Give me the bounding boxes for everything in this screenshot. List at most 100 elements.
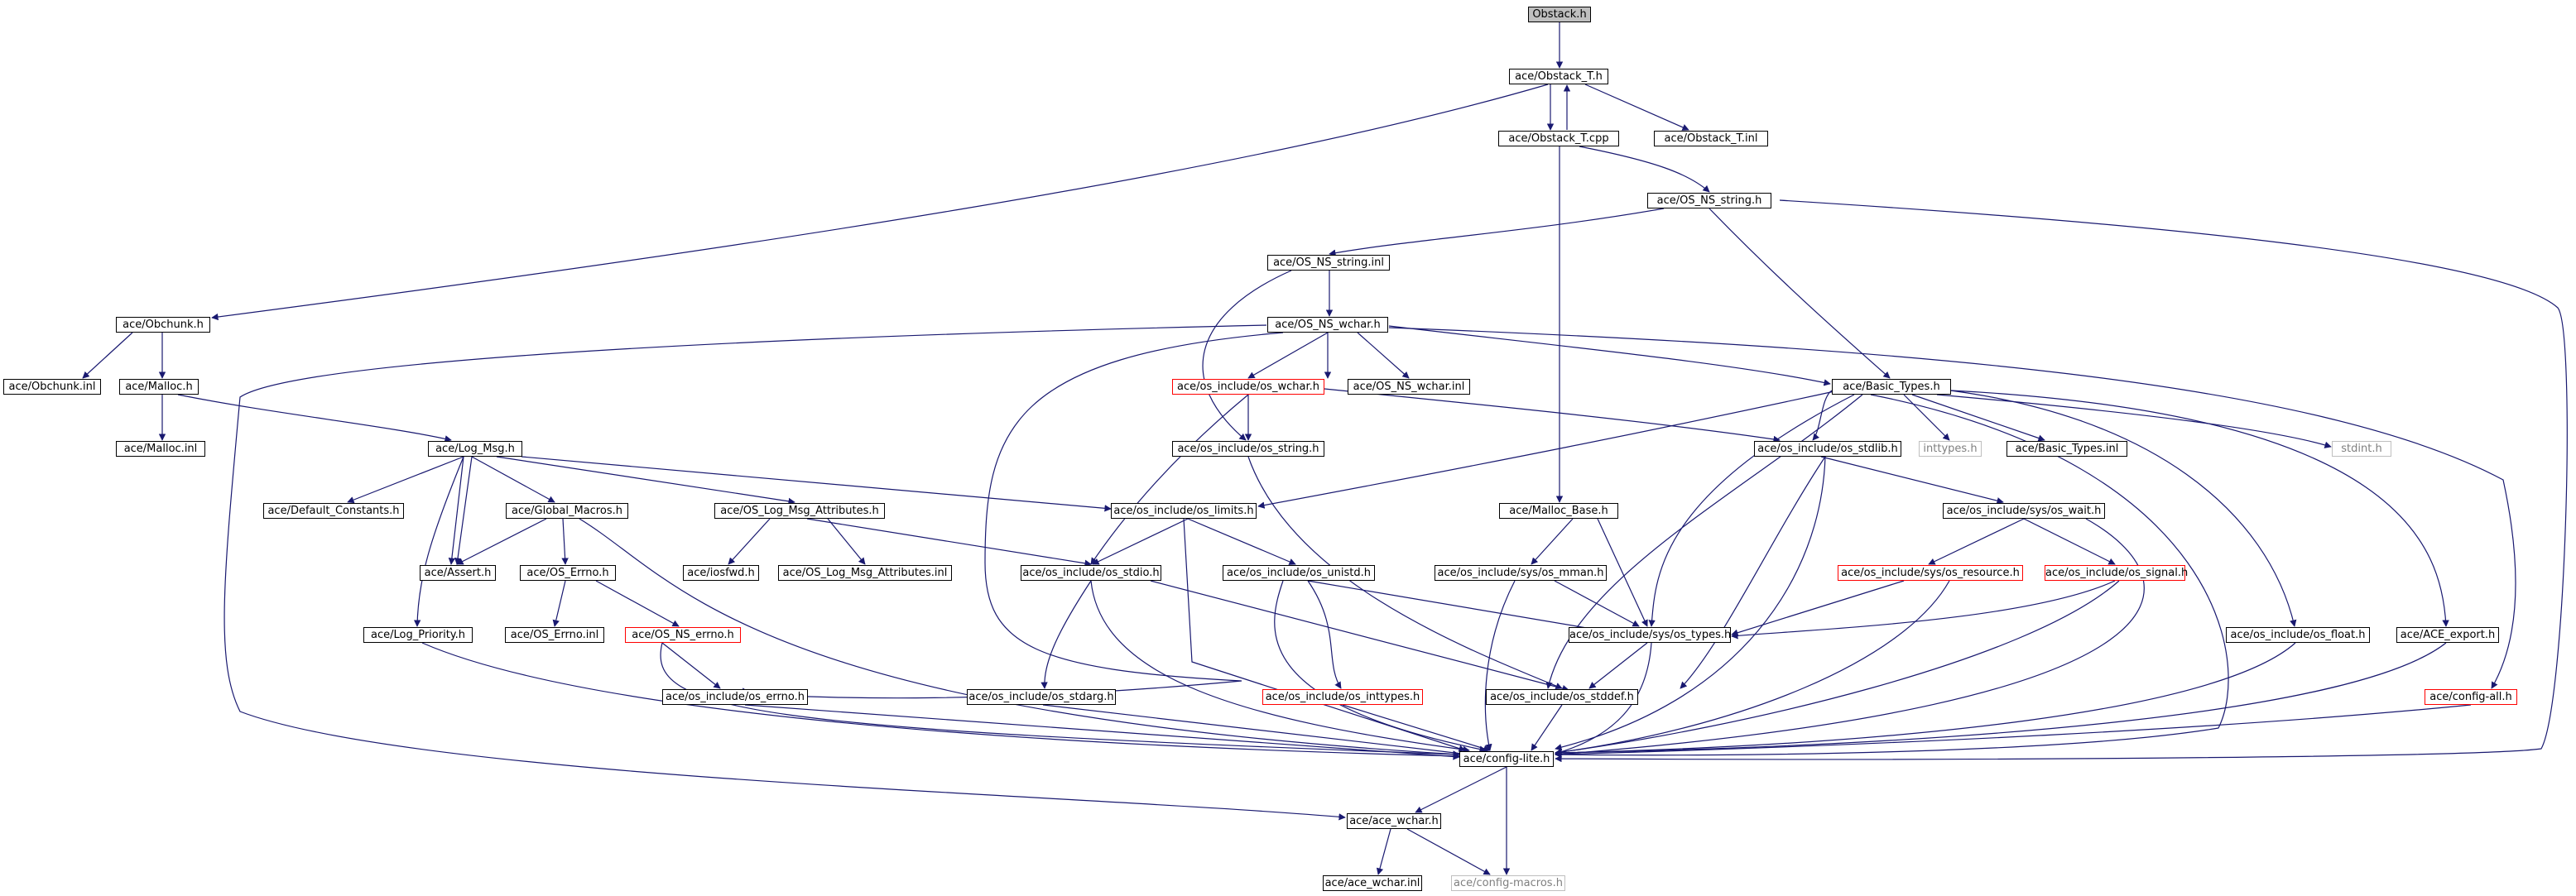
node-os-errno-inl[interactable]: ace/OS_Errno.inl: [505, 627, 604, 643]
dependency-edge-26: [1324, 388, 1781, 443]
dependency-edge-75: [496, 456, 795, 505]
dependency-edge-29: [1903, 394, 1950, 441]
dependency-edge-41: [1928, 518, 2025, 565]
node-os-stdlib-h[interactable]: ace/os_include/os_stdlib.h: [1754, 441, 1901, 457]
node-os-float-h[interactable]: ace/os_include/os_float.h: [2226, 627, 2370, 643]
dependency-edge-46: [1731, 580, 1905, 636]
node-global-macros-h[interactable]: ace/Global_Macros.h: [506, 503, 628, 519]
dependency-edge-31: [1936, 394, 2332, 448]
dependency-edge-44: [1555, 580, 1950, 756]
node-os-wchar-h[interactable]: ace/os_include/os_wchar.h: [1172, 379, 1324, 395]
node-os-limits-h[interactable]: ace/os_include/os_limits.h: [1111, 503, 1257, 519]
dependency-edge-69: [806, 518, 1092, 567]
dependency-edge-16: [177, 394, 452, 443]
node-malloc-inl[interactable]: ace/Malloc.inl: [116, 441, 205, 457]
node-os-ns-errno-h[interactable]: ace/OS_NS_errno.h: [625, 627, 741, 643]
dependency-edge-22: [223, 324, 1346, 821]
dependency-edge-55: [1588, 642, 1648, 689]
dependency-edge-73: [347, 456, 464, 504]
node-default-constants-h[interactable]: ace/Default_Constants.h: [263, 503, 404, 519]
dependency-edge-82: [552, 580, 566, 627]
node-ace-wchar-h[interactable]: ace/ace_wchar.h: [1347, 813, 1441, 829]
node-obstack-t-h[interactable]: ace/Obstack_T.h: [1509, 69, 1608, 84]
node-os-string-h[interactable]: ace/os_include/os_string.h: [1172, 441, 1324, 457]
dependency-edge-45: [1731, 580, 2116, 640]
node-os-unistd-h[interactable]: ace/os_include/os_unistd.h: [1223, 565, 1375, 581]
node-ace-export-h[interactable]: ace/ACE_export.h: [2396, 627, 2499, 643]
node-basic-types-h[interactable]: ace/Basic_Types.h: [1832, 379, 1951, 395]
node-os-inttypes-h[interactable]: ace/os_include/os_inttypes.h: [1262, 689, 1423, 705]
dependency-edge-74: [471, 456, 555, 503]
node-stdint-h[interactable]: stdint.h: [2332, 441, 2391, 457]
dependency-edge-66: [1090, 580, 1470, 754]
dependency-edge-47: [1555, 580, 2120, 756]
node-log-priority-h[interactable]: ace/Log_Priority.h: [363, 627, 473, 643]
node-obchunk-inl[interactable]: ace/Obchunk.inl: [3, 379, 101, 395]
node-ace-wchar-inl[interactable]: ace/ace_wchar.inl: [1323, 875, 1422, 891]
node-os-wait-h[interactable]: ace/os_include/sys/os_wait.h: [1943, 503, 2105, 519]
dependency-edge-13: [82, 332, 133, 379]
node-iosfwd-h[interactable]: ace/iosfwd.h: [683, 565, 759, 581]
dependency-edge-88: [1415, 766, 1507, 813]
dependency-edge-91: [1406, 828, 1491, 875]
node-inttypes-h[interactable]: inttypes.h: [1919, 441, 1982, 457]
dependency-edge-57: [1531, 704, 1563, 751]
node-config-macros-h[interactable]: ace/config-macros.h: [1451, 875, 1565, 891]
dependency-edge-20: [1388, 325, 1831, 386]
dependency-edge-87: [421, 642, 1460, 760]
dependency-edge-83: [595, 580, 680, 627]
dependency-edge-51: [1531, 518, 1574, 565]
dependency-edge-2: [211, 84, 1549, 321]
dependency-edge-5: [1584, 84, 1689, 131]
dependency-edge-40: [1555, 456, 1826, 751]
node-obchunk-h[interactable]: ace/Obchunk.h: [116, 317, 210, 333]
node-os-ns-string-h[interactable]: ace/OS_NS_string.h: [1647, 193, 1771, 208]
node-os-resource-h[interactable]: ace/os_include/sys/os_resource.h: [1838, 565, 2023, 581]
node-basic-types-inl[interactable]: ace/Basic_Types.inl: [2006, 441, 2127, 457]
dependency-edge-63: [1187, 518, 1296, 565]
dependency-edge-85: [660, 642, 1460, 758]
node-os-stdarg-h[interactable]: ace/os_include/os_stdarg.h: [967, 689, 1116, 705]
dependency-edge-90: [1376, 828, 1391, 875]
node-os-errno-h[interactable]: ace/OS_Errno.h: [520, 565, 616, 581]
node-malloc-h[interactable]: ace/Malloc.h: [119, 379, 199, 395]
dependency-edge-43: [1555, 518, 2145, 758]
node-os-ns-wchar-inl[interactable]: ace/OS_NS_wchar.inl: [1348, 379, 1470, 395]
dependency-edge-62: [1092, 518, 1189, 565]
dependency-edge-36: [1545, 394, 1863, 689]
node-os-stddef-h[interactable]: ace/os_include/os_stddef.h: [1486, 689, 1638, 705]
dependency-edge-61: [1342, 704, 1491, 752]
node-os-log-msg-attributes-h[interactable]: ace/OS_Log_Msg_Attributes.h: [714, 503, 885, 519]
dependency-edge-68: [1150, 580, 1569, 692]
node-os-mman-h[interactable]: ace/os_include/sys/os_mman.h: [1435, 565, 1607, 581]
dependency-edge-64: [1183, 518, 1466, 752]
dependency-edge-77: [413, 456, 464, 627]
node-assert-h[interactable]: ace/Assert.h: [420, 565, 496, 581]
dependency-edge-76: [448, 456, 464, 565]
node-obstack-t-cpp[interactable]: ace/Obstack_T.cpp: [1498, 131, 1619, 146]
node-os-types-h[interactable]: ace/os_include/sys/os_types.h: [1569, 627, 1732, 643]
node-malloc-base-h[interactable]: ace/Malloc_Base.h: [1499, 503, 1618, 519]
dependency-edge-34: [1257, 388, 1847, 509]
dependency-edge-9: [1709, 208, 1891, 379]
node-os-stdio-h[interactable]: ace/os_include/os_stdio.h: [1021, 565, 1161, 581]
dependency-edge-84: [661, 642, 721, 689]
dependency-edge-8: [1555, 199, 2568, 763]
node-os-log-msg-attributes-inl[interactable]: ace/OS_Log_Msg_Attributes.inl: [778, 565, 952, 581]
node-obstack-t-inl[interactable]: ace/Obstack_T.inl: [1654, 131, 1768, 146]
node-os-signal-h[interactable]: ace/os_include/os_signal.h: [2045, 565, 2189, 581]
dependency-edge-35: [1648, 394, 1855, 627]
dependency-edge-33: [1950, 390, 2449, 627]
dependency-edge-60: [1307, 580, 1342, 689]
node-os-ns-wchar-h[interactable]: ace/OS_NS_wchar.h: [1267, 317, 1388, 333]
node-os-include-errno-h[interactable]: ace/os_include/os_errno.h: [662, 689, 808, 705]
node-log-msg-h[interactable]: ace/Log_Msg.h: [428, 441, 522, 457]
node-obstack-h: Obstack.h: [1528, 7, 1591, 22]
node-config-all-h[interactable]: ace/config-all.h: [2425, 689, 2517, 705]
node-os-ns-string-inl[interactable]: ace/OS_NS_string.inl: [1267, 255, 1390, 271]
dependency-edge-28: [1812, 390, 1833, 441]
dependency-edge-81: [579, 518, 1460, 758]
node-config-lite-h[interactable]: ace/config-lite.h: [1459, 751, 1554, 767]
dependency-edge-7: [1329, 208, 1665, 256]
